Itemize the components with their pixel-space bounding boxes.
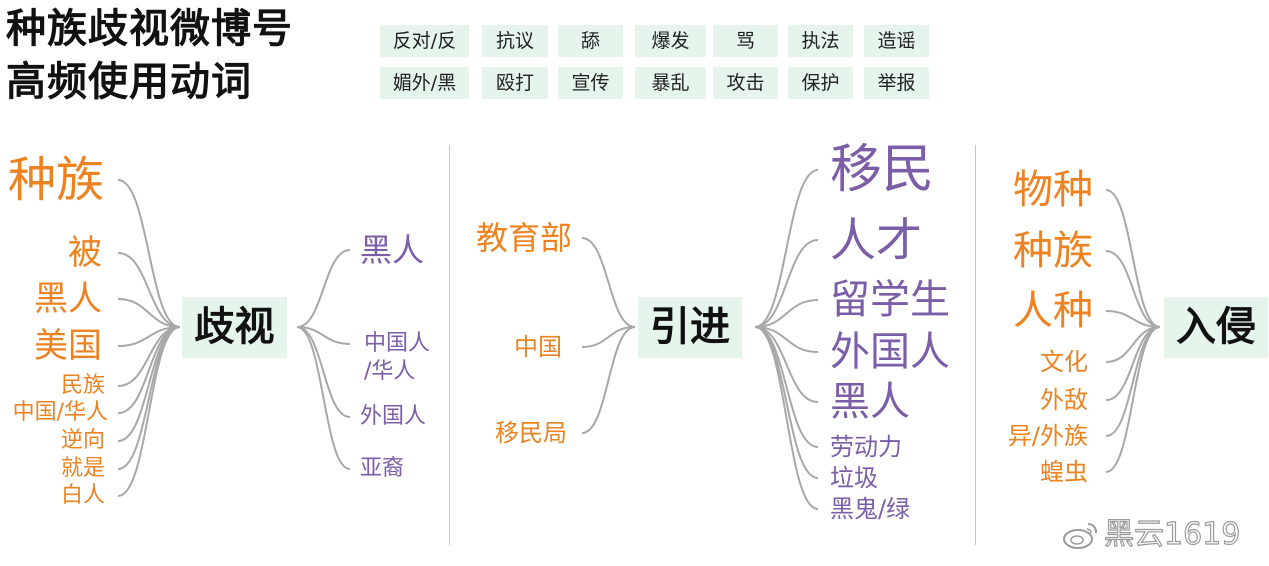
link-curve — [581, 326, 636, 434]
link-curve — [1105, 326, 1161, 473]
verb-tag: 攻击 — [713, 67, 778, 99]
watermark: 黑云1619 — [1103, 516, 1241, 552]
word-before-invasion: 蝗虫 — [1040, 458, 1088, 486]
link-curve — [754, 326, 819, 510]
verb-tag: 骂 — [713, 25, 778, 57]
word-before-discrimination: 就是 — [60, 456, 105, 481]
verb-tag: 爆发 — [635, 25, 706, 57]
word-after-introduce: 留学生 — [830, 277, 950, 323]
link-curve — [754, 239, 819, 328]
link-curve — [1105, 189, 1161, 328]
word-after-discrimination: /华人 — [364, 359, 416, 384]
verb-tag: 举报 — [864, 67, 929, 99]
link-curve — [117, 298, 181, 328]
node-invasion: 入侵 — [1164, 297, 1268, 358]
divider — [975, 145, 976, 545]
word-after-discrimination: 外国人 — [360, 404, 427, 429]
word-after-introduce: 移民 — [830, 140, 935, 200]
word-after-introduce: 人才 — [830, 213, 922, 267]
word-before-discrimination: 种族 — [7, 152, 104, 208]
verb-tag: 造谣 — [864, 25, 929, 57]
node-introduce: 引进 — [638, 297, 742, 358]
word-before-introduce: 教育部 — [475, 219, 572, 257]
link-curve — [296, 249, 351, 328]
node-discrimination: 歧视 — [182, 297, 287, 358]
verb-tag: 媚外/黑 — [380, 67, 469, 99]
word-before-discrimination: 黑人 — [34, 279, 102, 319]
verb-tag: 执法 — [788, 25, 853, 57]
word-before-discrimination: 中国/华人 — [12, 400, 108, 425]
link-curve — [581, 326, 636, 348]
link-curve — [117, 252, 181, 328]
verb-tag: 暴乱 — [635, 67, 706, 99]
weibo-logo-icon — [1063, 522, 1098, 549]
word-after-discrimination: 中国人 — [364, 331, 431, 356]
word-after-introduce: 劳动力 — [830, 433, 902, 461]
word-before-invasion: 异/外族 — [1007, 422, 1088, 450]
word-after-introduce: 黑鬼/绿 — [830, 495, 911, 523]
link-curve — [754, 326, 819, 448]
verb-tag: 抗议 — [482, 25, 548, 57]
word-before-discrimination: 被 — [68, 233, 102, 273]
verb-tag: 反对/反 — [380, 25, 469, 57]
word-before-discrimination: 逆向 — [60, 428, 105, 453]
word-before-discrimination: 白人 — [60, 483, 105, 508]
verb-tag: 舔 — [558, 25, 623, 57]
word-before-introduce: 中国 — [514, 333, 562, 361]
link-curve — [754, 299, 819, 328]
word-after-introduce: 外国人 — [830, 329, 950, 375]
title-line-2: 高频使用动词 — [6, 59, 252, 105]
link-curve — [1105, 250, 1161, 328]
verb-tag: 宣传 — [558, 67, 623, 99]
link-curve — [117, 326, 181, 470]
verb-tag: 殴打 — [482, 67, 548, 99]
link-curve — [754, 326, 819, 479]
word-before-invasion: 物种 — [1013, 167, 1093, 213]
title-line-1: 种族歧视微博号 — [6, 6, 293, 52]
link-curve — [1105, 326, 1161, 401]
link-curve — [296, 326, 351, 470]
word-after-discrimination: 黑人 — [360, 231, 425, 269]
link-curve — [117, 179, 181, 328]
link-curve — [754, 169, 819, 328]
link-curve — [296, 326, 351, 345]
word-after-introduce: 垃圾 — [830, 464, 878, 492]
link-curve — [1105, 310, 1161, 328]
word-before-invasion: 种族 — [1013, 228, 1093, 274]
link-curve — [117, 326, 181, 497]
link-curve — [754, 326, 819, 353]
word-before-invasion: 外敌 — [1040, 386, 1088, 414]
link-curve — [581, 237, 636, 328]
link-curve — [296, 326, 351, 418]
divider — [449, 145, 450, 545]
word-before-invasion: 人种 — [1013, 288, 1093, 334]
verb-tag: 保护 — [788, 67, 853, 99]
word-before-discrimination: 民族 — [60, 373, 105, 398]
word-after-discrimination: 亚裔 — [360, 456, 405, 481]
word-before-invasion: 文化 — [1040, 348, 1088, 376]
word-before-introduce: 移民局 — [495, 419, 567, 447]
word-after-introduce: 黑人 — [830, 379, 910, 425]
word-before-discrimination: 美国 — [34, 326, 102, 366]
